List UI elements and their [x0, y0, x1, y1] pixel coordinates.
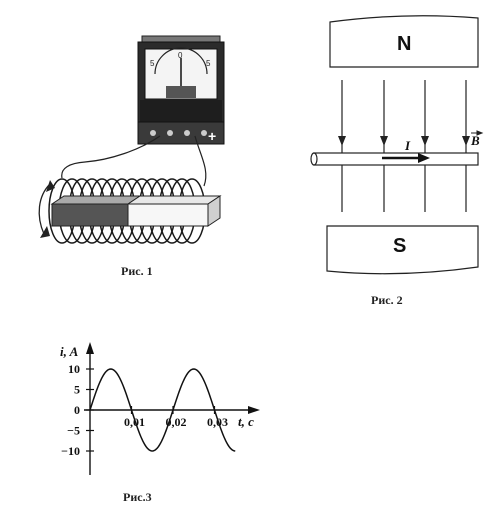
wire-right	[194, 135, 207, 187]
south-pole-label: S	[393, 235, 407, 257]
fig1-caption: Рис. 1	[121, 264, 153, 278]
current-series-line	[89, 368, 236, 452]
galvanometer	[137, 35, 225, 145]
meter-scale-labels: 5 0 5	[150, 51, 211, 68]
current-label: I	[405, 138, 411, 153]
meter-scale-zero: 0	[178, 51, 183, 60]
y-tick-label: 10	[68, 362, 80, 376]
north-pole-label: N	[397, 33, 412, 55]
field-label: B	[471, 133, 480, 148]
y-tick-label: −10	[61, 444, 80, 458]
x-axis-label: t, c	[238, 414, 254, 429]
fig2-caption: Рис. 2	[371, 293, 403, 307]
y-tick-label: −5	[67, 424, 80, 438]
current-arrow-icon	[382, 153, 430, 163]
chart-axes	[84, 342, 260, 475]
y-tick-label: 5	[74, 383, 80, 397]
field-vector-icon	[471, 130, 484, 136]
x-tick-label: 0,03	[207, 415, 228, 429]
wire-left	[61, 135, 161, 179]
terminal-plus-label: +	[208, 128, 216, 144]
field-arrow-icons	[338, 136, 470, 146]
rotation-arrow-icon	[38, 180, 55, 238]
meter-scale-right: 5	[206, 59, 211, 68]
fig3-caption: Рис.3	[123, 490, 152, 504]
y-tick-label: 0	[74, 403, 80, 417]
meter-scale-left: 5	[150, 59, 155, 68]
x-tick-label: 0,01	[124, 415, 145, 429]
bar-magnet	[50, 195, 222, 227]
y-axis-label: i, A	[60, 344, 79, 359]
north-pole-block	[329, 15, 479, 68]
south-pole-block	[326, 225, 479, 275]
